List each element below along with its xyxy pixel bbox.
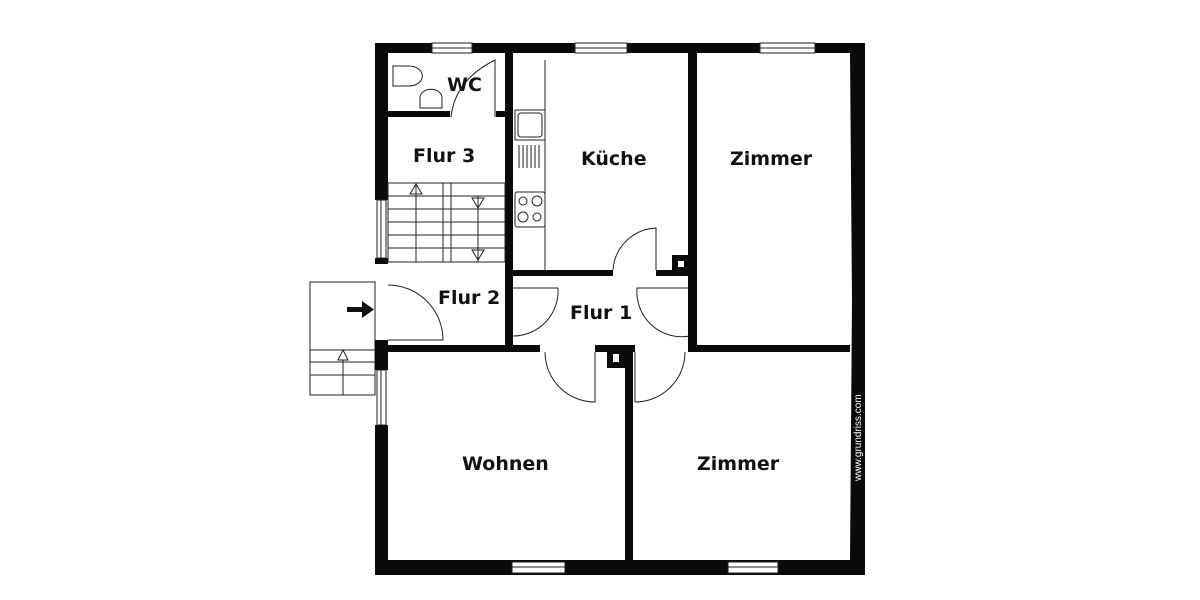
entry-arrow-icon [347, 301, 374, 318]
room-label-zimmer-south: Zimmer [697, 453, 780, 475]
entry-steps [309, 281, 376, 396]
interior-walls [388, 53, 850, 560]
watermark: www.grundriss.com [853, 394, 864, 482]
wc-sink-icon [419, 88, 443, 109]
room-label-flur-1: Flur 1 [570, 302, 632, 324]
stove-icon [514, 191, 546, 228]
wc-door-swing [450, 59, 496, 118]
room-label-flur-2: Flur 2 [438, 287, 500, 309]
room-label-wohnen: Wohnen [462, 453, 549, 475]
windows [376, 42, 816, 574]
room-label-wc: WC [447, 74, 482, 96]
wc-toilet-icon [392, 65, 423, 87]
room-label-zimmer-north: Zimmer [730, 148, 813, 170]
kitchen-sink-icon [514, 60, 546, 270]
door-swings [387, 227, 691, 403]
room-label-kueche: Küche [581, 148, 647, 170]
room-label-flur-3: Flur 3 [413, 145, 475, 167]
staircase [387, 182, 506, 263]
